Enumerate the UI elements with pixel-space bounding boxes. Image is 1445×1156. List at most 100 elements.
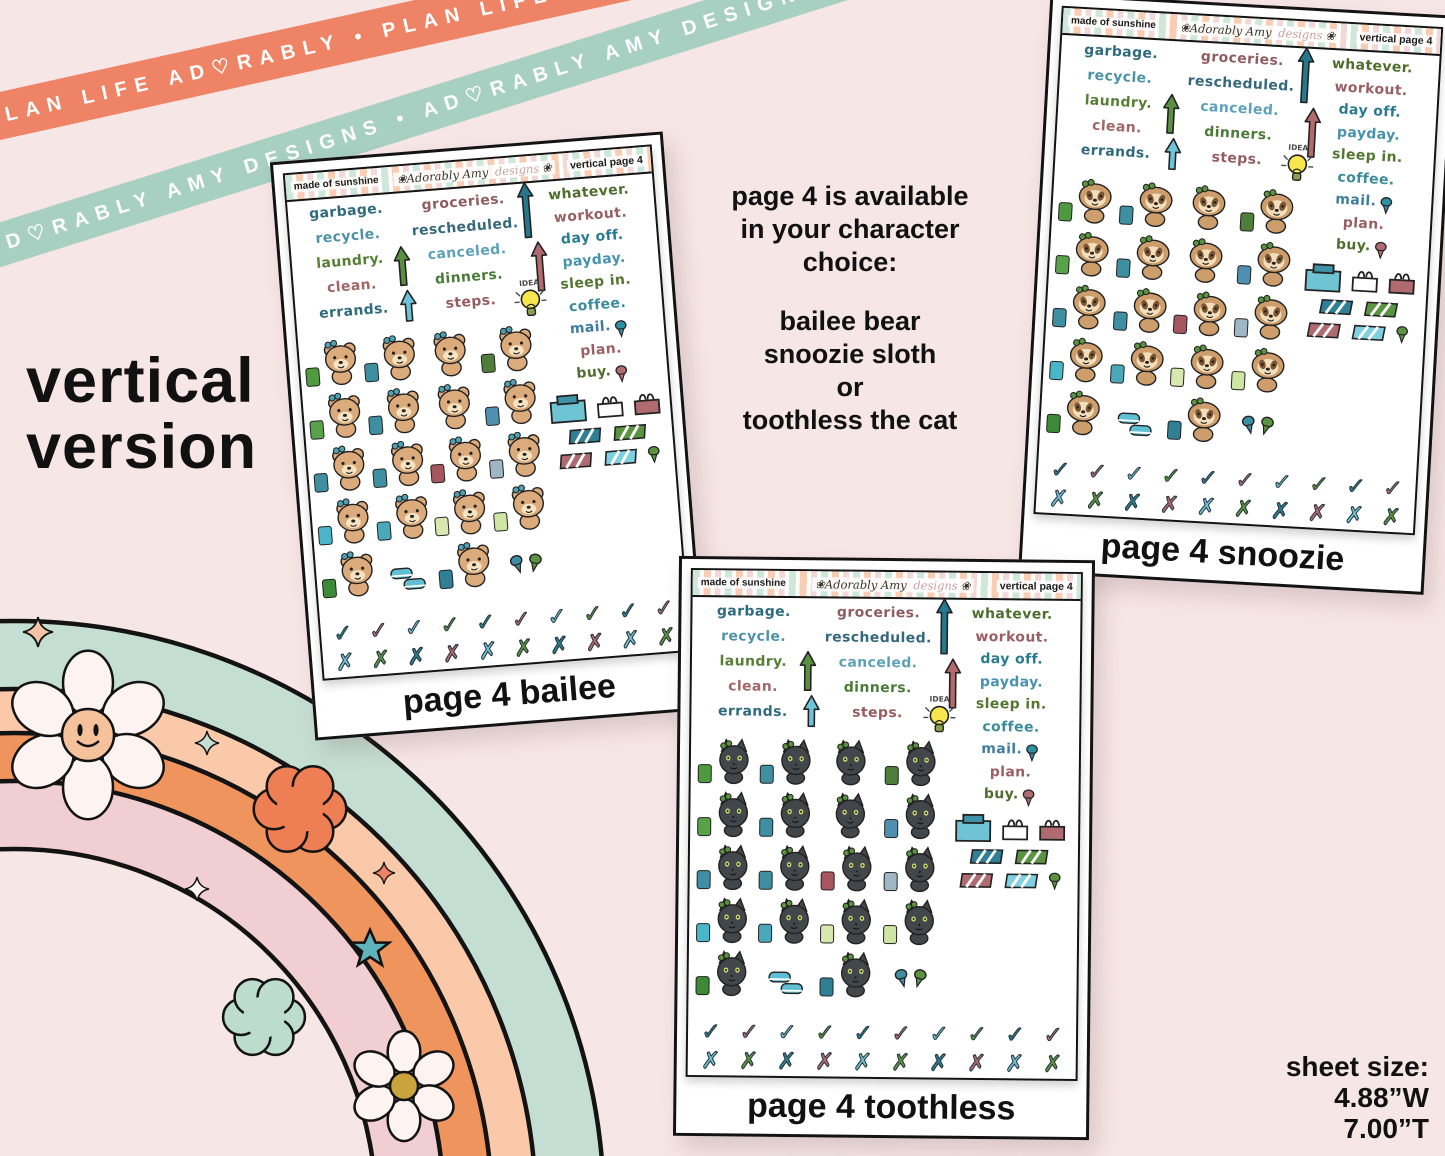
toothless-cat-character	[779, 897, 809, 944]
check-sticker: ✓	[475, 608, 497, 637]
check-sticker: ✓	[1308, 470, 1330, 498]
snoozie-sloth-character	[1257, 242, 1291, 287]
binder-clip-icon	[1351, 270, 1379, 293]
toothless-cat-character	[780, 844, 810, 891]
pushpin-icon	[1396, 326, 1409, 345]
sticker-payday-cash	[1229, 343, 1292, 396]
sticker-laundry-day	[694, 842, 757, 893]
product-card-bailee: made of sunshine ❀Adorably Amy designs❀ …	[269, 131, 709, 741]
check-sticker: ✓	[510, 605, 533, 634]
sticker-word: canceled.	[1199, 98, 1280, 120]
washi-tape-icon	[969, 848, 1004, 864]
sticker-dinner-time	[373, 490, 435, 544]
toothless-cat-character	[780, 791, 811, 838]
collection-name: made of sunshine	[1067, 15, 1160, 32]
sticker-reading-chair	[818, 843, 881, 894]
sticker-word: groceries.	[1200, 48, 1285, 70]
character-choice-line: choice:	[802, 247, 898, 277]
sticker-grumpy-arms-crossed	[819, 737, 882, 788]
sticker-cancel-sign	[1113, 230, 1176, 283]
character-sticker-grid	[302, 322, 557, 602]
character-choice-line: in your character	[740, 214, 960, 244]
sparkle-icon	[372, 861, 396, 885]
sticker-getting-dressed	[423, 379, 485, 433]
check-sticker: ✓	[1382, 474, 1404, 503]
sticker-pushpins	[880, 950, 943, 1001]
washi-tape-icon	[1307, 321, 1342, 339]
toothless-cat-character	[836, 739, 866, 786]
accessory-prop	[1236, 264, 1252, 285]
green-arrow-sticker	[393, 246, 410, 287]
sticker-word: recycle.	[721, 628, 787, 645]
sticker-laundry-day	[310, 441, 372, 495]
accessory-prop	[376, 521, 392, 542]
sticker-pushpins	[1226, 396, 1289, 449]
clipboard-icon	[1304, 262, 1342, 293]
accessory-prop	[1054, 254, 1070, 275]
word-column-3: whatever.workout.day off.payday.sleep in…	[1285, 55, 1435, 475]
x-sticker: ✗	[1122, 489, 1144, 517]
accessory-prop	[438, 569, 455, 590]
accessory-prop	[484, 406, 501, 427]
bailee-bear-character	[453, 489, 486, 535]
check-sticker: ✓	[653, 594, 675, 623]
card-caption: page 4 toothless	[746, 1086, 1016, 1128]
pushpin-icon	[614, 319, 627, 338]
sticker-sheet: made of sunshine ❀Adorably Amy designs❀ …	[282, 144, 692, 681]
pushpin-icon	[1026, 744, 1039, 763]
toothless-cat-character	[781, 738, 811, 785]
sticker-word: laundry.	[719, 653, 788, 670]
check-sticker: ✓	[853, 1020, 874, 1047]
snoozie-sloth-character	[1188, 397, 1221, 443]
accessory-prop	[363, 362, 379, 383]
toothless-cat-character	[842, 845, 872, 892]
check-sticker: ✓	[617, 597, 640, 625]
sticker-word: groceries.	[836, 604, 921, 622]
washi-tape-icon	[604, 448, 638, 466]
x-sticker: ✗	[1233, 495, 1255, 523]
sheet-page-label: vertical page 4	[996, 579, 1076, 593]
sticker-recycling	[694, 789, 757, 840]
snoozie-sloth-character	[1133, 288, 1167, 333]
bailee-bear-character	[437, 384, 470, 430]
daisy-flower	[353, 1029, 455, 1143]
pushpin-icon	[648, 445, 660, 464]
sticker-flower-wreath-nap	[1168, 339, 1231, 392]
idea-lightbulb-icon: IDEA	[923, 694, 956, 733]
x-sticker: ✗	[655, 623, 678, 651]
accessory-prop	[820, 871, 836, 891]
sticker-planning-desk	[486, 428, 548, 482]
sticker-recycling	[306, 389, 368, 443]
sticker-word: payday.	[1336, 123, 1401, 144]
collection-name: made of sunshine	[290, 174, 383, 193]
sticker-word: sleep in.	[975, 695, 1047, 713]
toothless-cat-character	[905, 793, 935, 840]
sticker-word: buy.	[1335, 236, 1372, 255]
sticker-cancel-sign	[756, 843, 819, 894]
version-heading-line1: vertical	[26, 346, 255, 416]
accessory-prop	[367, 415, 384, 436]
brand-logo: ❀Adorably Amy designs❀	[1176, 19, 1339, 43]
sticker-word: rescheduled.	[824, 629, 932, 647]
sticker-word: plan.	[989, 763, 1032, 781]
sticker-mailbox	[1235, 237, 1298, 290]
sticker-payday-cash	[490, 480, 552, 534]
toothless-cat-character	[835, 792, 865, 839]
accessory-prop	[1167, 420, 1183, 441]
sticker-word: sleep in.	[559, 271, 632, 293]
sticker-word: workout.	[1334, 78, 1409, 99]
accessory-sticker-icons	[945, 812, 1074, 891]
sticker-planning-desk	[1232, 290, 1295, 343]
snoozie-sloth-character	[1136, 235, 1170, 280]
sticker-dinner-time	[755, 896, 818, 947]
x-sticker: ✗	[1159, 491, 1181, 519]
accessory-prop	[696, 870, 711, 890]
sticker-word: errands.	[717, 703, 788, 720]
binder-clip-icon	[1388, 272, 1416, 295]
toothless-cat-character	[718, 738, 749, 785]
x-sticker: ✗	[1380, 503, 1402, 531]
word-column-1: garbage.recycle.laundry.clean.errands.	[1059, 41, 1178, 172]
sticker-word: day off.	[980, 650, 1044, 668]
product-card-toothless: made of sunshine ❀Adorably Amy designs❀ …	[672, 555, 1096, 1141]
toothless-cat-character	[906, 740, 936, 787]
